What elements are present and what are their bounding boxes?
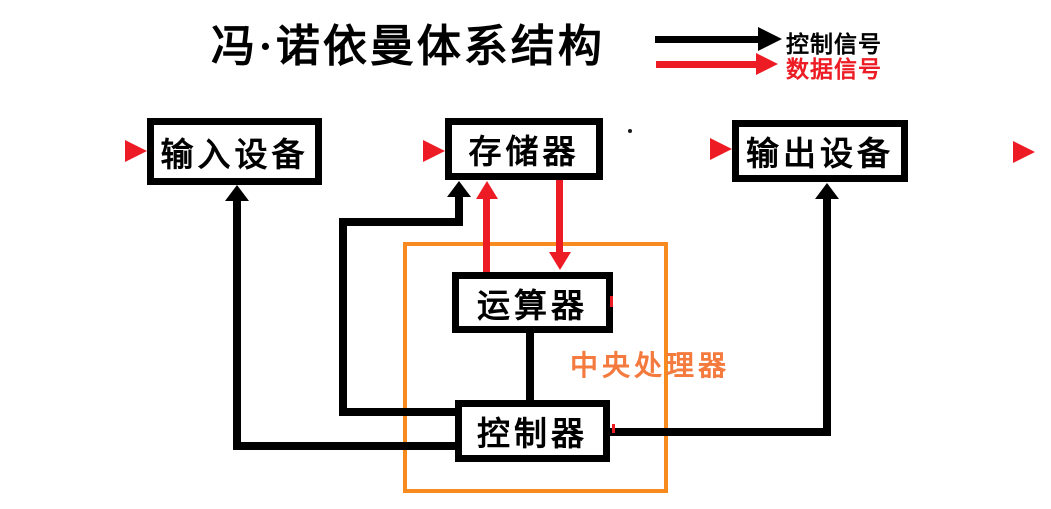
data-flow-input-to-memory-arrow-icon — [423, 140, 445, 162]
data-flow-alu-to-memory-arrow-icon — [476, 181, 498, 199]
control-cu-to-memory-seg-stub — [455, 196, 463, 226]
data-flow-memory-to-output-arrow-icon — [710, 138, 732, 160]
node-input-device: 输入设备 — [147, 118, 322, 185]
node-control-unit: 控制器 — [455, 400, 610, 462]
control-cu-to-input-arrow-icon — [225, 185, 249, 201]
control-cu-to-memory-seg-bottom — [343, 408, 455, 416]
data-flow-in-arrow-icon — [125, 140, 147, 162]
node-control-unit-label: 控制器 — [477, 417, 588, 453]
control-cu-to-output-arrow-icon — [815, 183, 839, 199]
legend-data-arrow-line — [656, 61, 759, 68]
data-flow-out-arrow-icon — [1013, 141, 1035, 163]
control-cu-to-memory-seg-vertical — [339, 218, 347, 416]
legend-control-arrow-line — [655, 36, 761, 43]
control-cu-to-output-seg-vertical — [823, 199, 831, 436]
legend-control-arrow-icon — [758, 27, 782, 51]
node-output-device-label: 输出设备 — [746, 137, 894, 173]
node-memory: 存储器 — [445, 118, 603, 180]
control-cu-to-input-seg-vertical — [233, 200, 241, 450]
control-cu-to-memory-arrow-icon — [447, 181, 471, 197]
node-memory-label: 存储器 — [468, 135, 580, 171]
legend-control-label: 控制信号 — [786, 32, 882, 57]
legend-data-label: 数据信号 — [786, 57, 882, 82]
control-cu-to-memory-seg-top — [339, 218, 463, 226]
node-alu-label: 运算器 — [477, 288, 588, 325]
diagram-title: 冯·诺依曼体系结构 — [211, 22, 605, 71]
data-flow-alu-to-memory-line — [483, 197, 490, 272]
data-flow-memory-to-alu-line — [556, 180, 563, 252]
node-output-device: 输出设备 — [732, 120, 908, 182]
node-alu: 运算器 — [452, 272, 613, 333]
data-flow-memory-to-alu-arrow-icon — [549, 252, 571, 270]
artifact-dot — [628, 129, 632, 133]
cpu-label: 中央处理器 — [570, 351, 731, 382]
control-cu-to-input-seg-bottom — [237, 442, 455, 450]
alu-to-cu-link-line — [526, 333, 534, 400]
legend-data-arrow-icon — [756, 53, 778, 75]
control-cu-to-output-seg-bottom — [610, 428, 831, 436]
cpu-boundary-box — [403, 242, 668, 493]
artifact-red-tick-cu — [612, 424, 615, 433]
node-input-device-label: 输入设备 — [160, 137, 309, 174]
artifact-red-tick-alu — [610, 296, 613, 307]
